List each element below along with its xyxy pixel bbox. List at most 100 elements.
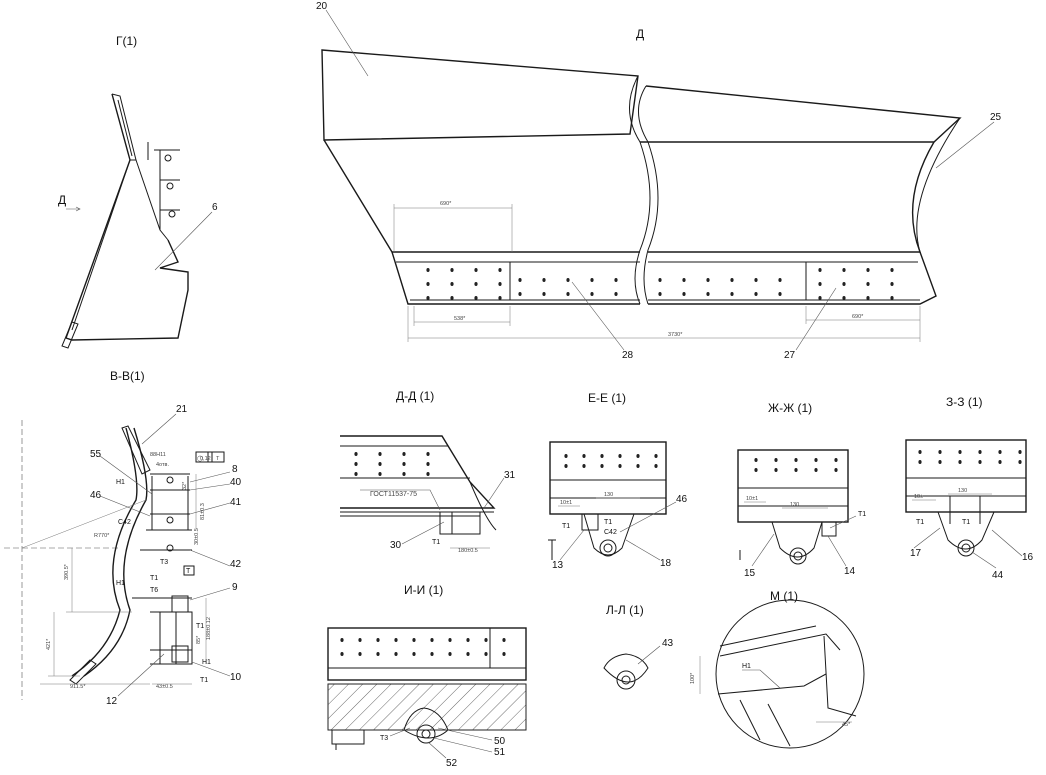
bolt-hole (518, 292, 522, 296)
leader-label-40: 40 (230, 477, 242, 488)
bolt-hole (654, 464, 658, 468)
section-ll1 (603, 653, 649, 683)
bolt-hole (1018, 460, 1022, 464)
bolt-hole (378, 452, 382, 456)
bolt-hole (614, 278, 618, 282)
bolt-hole (412, 638, 416, 642)
bolt-hole (474, 296, 478, 300)
weld-mark-zhzh1-t1: T1 (858, 511, 866, 518)
dim-zz1-10: 10± (914, 494, 923, 500)
bolt-hole (484, 638, 488, 642)
view-g-arrow-label: Д (58, 193, 66, 207)
view-g: Г(1) Д 6 (58, 34, 218, 349)
section-ii1-plate (327, 627, 527, 681)
bolt-hole (450, 296, 454, 300)
bolt-hole (754, 278, 758, 282)
view-ii1-title: И-И (1) (404, 583, 443, 597)
bolt-hole (426, 472, 430, 476)
dim-421: 421* (46, 638, 52, 650)
leader-label-30: 30 (390, 540, 402, 551)
section-zhzh1-plate (737, 449, 849, 523)
bolt-hole (890, 282, 894, 286)
tolerance-value: 0,12 (200, 456, 211, 462)
bolt-hole (354, 472, 358, 476)
bolt-hole (938, 460, 942, 464)
bolt-hole (958, 450, 962, 454)
dim-88h11: 88H11 (150, 452, 166, 458)
dim-zhzh1-10: 10±1 (746, 496, 758, 502)
bolt-hole (402, 472, 406, 476)
weld-mark-m1-h1: H1 (742, 663, 751, 670)
moldboard-curve (71, 427, 138, 677)
bolt-hole (564, 454, 568, 458)
bolt-hole (498, 296, 502, 300)
bolt-hole (474, 282, 478, 286)
bolt-hole (426, 268, 430, 272)
bolt-hole (814, 458, 818, 462)
leader-label-8: 8 (232, 464, 238, 475)
view-ll1-title: Л-Л (1) (606, 603, 644, 617)
bolt-hole (730, 292, 734, 296)
dim-690-right: 690* (852, 314, 864, 320)
dim-188: 188±0.12 (206, 617, 212, 640)
weld-mark-ee1-c42: C42 (604, 529, 617, 536)
svg-text:T: T (186, 568, 191, 575)
bolt-hole (484, 652, 488, 656)
leader-label-20: 20 (316, 1, 328, 12)
bolt-hole (774, 468, 778, 472)
svg-text:◯: ◯ (197, 455, 204, 462)
bolt-hole (818, 282, 822, 286)
leader-label-46: 46 (90, 490, 102, 501)
dim-45deg: 45* (842, 722, 851, 728)
bolt-hole (890, 296, 894, 300)
view-ii1: И-И (1) T3 50 51 52 (327, 583, 527, 769)
bolt-hole (542, 278, 546, 282)
leader-label-44: 44 (992, 570, 1004, 581)
view-vv: В-В(1) ◯ 0,12 T 88H11 4отв. R770* 390.5*… (4, 369, 242, 707)
hatched-section (327, 683, 527, 731)
bolt-hole (566, 292, 570, 296)
weld-mark-t6: T6 (150, 587, 158, 594)
dim-85: 85* (196, 635, 202, 644)
section-ee1-plate (549, 441, 667, 515)
view-zz1: З-З (1) 10± 130 T1 T1 17 16 44 (905, 395, 1034, 581)
weld-mark-ii1-t3: T3 (380, 735, 388, 742)
dim-32: 32* (182, 481, 188, 490)
bolt-hole (466, 638, 470, 642)
weld-mark-t3: T3 (160, 559, 168, 566)
leader-label-14: 14 (844, 566, 856, 577)
view-ll1: Л-Л (1) 43 (603, 603, 674, 690)
view-d-main: Д 690* 538* 3730* 690* 20 25 28 27 (316, 1, 1002, 361)
bolt-hole (998, 460, 1002, 464)
bolt-hole (340, 638, 344, 642)
bolt-hole (842, 282, 846, 286)
bolt-hole (402, 462, 406, 466)
weld-mark-h1: H1 (116, 479, 125, 486)
bolt-hole (754, 468, 758, 472)
bolt-hole (448, 638, 452, 642)
leader-label-52: 52 (446, 758, 458, 769)
bolt-hole (340, 652, 344, 656)
bolt-hole (754, 458, 758, 462)
view-dd1-title: Д-Д (1) (396, 389, 434, 403)
bolt-hole (890, 268, 894, 272)
leader-label-9: 9 (232, 582, 238, 593)
view-g-outline (65, 93, 189, 341)
section-zz1-plate (905, 439, 1027, 513)
weld-mark-ee1-t1: T1 (562, 523, 570, 530)
bolt-hole (706, 292, 710, 296)
bolt-hole (754, 292, 758, 296)
dim-ee1-10: 10±1 (560, 500, 572, 506)
dim-30: 30±0.5 (194, 528, 200, 545)
bolt-hole (614, 292, 618, 296)
bolt-hole (502, 652, 506, 656)
bolt-hole (958, 460, 962, 464)
bolt-hole (582, 454, 586, 458)
bolt-hole (358, 638, 362, 642)
leader-label-12: 12 (106, 696, 118, 707)
leader-label-41: 41 (230, 497, 242, 508)
bolt-hole (658, 278, 662, 282)
bolt-hole (842, 268, 846, 272)
leader-label-55: 55 (90, 449, 102, 460)
